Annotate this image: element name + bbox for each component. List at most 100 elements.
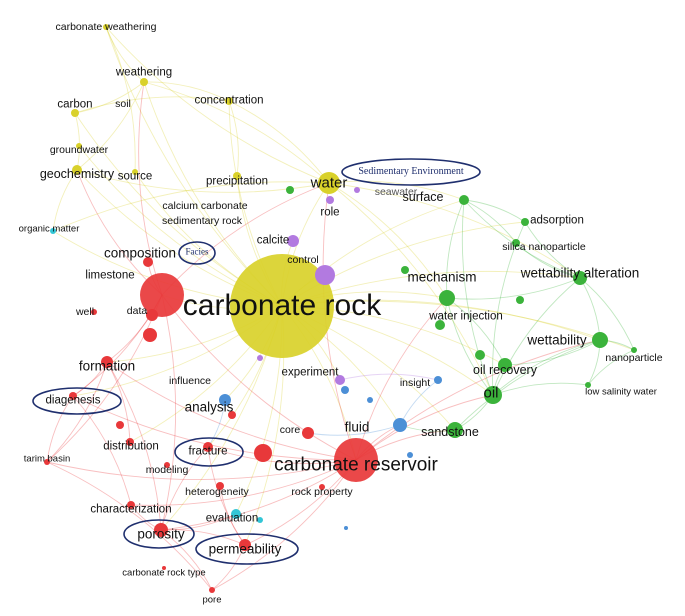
node-characterization [127, 501, 135, 509]
label-data: data [126, 304, 148, 317]
node-node-r3 [116, 421, 124, 429]
highlight-ring-facies [178, 241, 216, 265]
node-node-b1 [341, 386, 349, 394]
edge-oil-wettability-alteration [492, 277, 581, 396]
node-fluid [393, 418, 407, 432]
edge-wettability-oil-recovery [504, 339, 601, 366]
node-node-g1 [401, 266, 409, 274]
node-modeling [164, 462, 170, 468]
label-precipitation: precipitation [205, 175, 269, 188]
edge-carbonate-reservoir-tarim-basin [46, 459, 357, 480]
node-source [132, 169, 138, 175]
node-layer [44, 24, 637, 593]
label-oil-recovery: oil recovery [473, 362, 537, 377]
edge-oil-surface [461, 199, 494, 396]
edge-limestone-porosity [160, 294, 177, 531]
node-data [146, 309, 158, 321]
edge-experiment-insight [339, 373, 439, 381]
edge-water-wettability-alteration [328, 182, 581, 279]
edge-carbonate-reservoir-limestone [161, 294, 357, 461]
edge-limestone-water [161, 182, 330, 296]
highlight-ring-permeability [195, 533, 299, 565]
node-permeability [239, 539, 251, 551]
node-distribution [126, 438, 134, 446]
edge-sandstone-wettability [454, 339, 601, 431]
node-adsorption [521, 218, 529, 226]
node-mechanism [439, 290, 455, 306]
node-node-r2 [143, 328, 157, 342]
edge-weathering-carbon [74, 81, 145, 114]
node-node-c1 [257, 517, 263, 523]
node-oil-recovery [498, 358, 512, 372]
label-low-salinity-water: low salinity water [585, 386, 657, 398]
node-core [302, 427, 314, 439]
edge-oil-low-salinity-water [492, 382, 589, 396]
node-node-b3 [407, 452, 413, 458]
label-carbonate-rock: carbonate rock [182, 289, 382, 322]
label-permeability: permeability [208, 541, 282, 557]
edge-tarim-basin-diagenesis [46, 395, 74, 463]
annotation-facies: Facies [185, 246, 209, 257]
node-concentration [225, 97, 233, 105]
node-node-g3 [516, 296, 524, 304]
highlight-ring-layer [32, 158, 481, 565]
node-insight [434, 376, 442, 384]
node-carbonate-rock-type [162, 566, 166, 570]
node-control [315, 265, 335, 285]
node-carbonate-rock [230, 254, 334, 358]
node-node-b4 [344, 526, 348, 530]
edge-formation-distribution [106, 361, 131, 443]
label-sedimentary-rock: sedimentary rock [162, 214, 242, 227]
node-water [318, 172, 340, 194]
node-rock-property [319, 484, 325, 490]
node-nanoparticle [631, 347, 637, 353]
label-well: well [75, 305, 95, 318]
node-role [326, 196, 334, 204]
highlight-ring-diagenesis [32, 387, 122, 415]
edge-fluid-core [307, 424, 401, 436]
node-groundwater [76, 143, 82, 149]
label-concentration: concentration [194, 94, 264, 107]
edge-limestone-weathering [138, 81, 163, 296]
label-calcite: calcite [256, 234, 290, 247]
highlight-ring-sedimentary-environment [341, 158, 481, 186]
edge-organic-matter-water [52, 181, 330, 232]
label-limestone: limestone [85, 269, 135, 282]
label-adsorption: adsorption [530, 214, 584, 227]
label-soil: soil [115, 97, 131, 110]
edge-mechanism-surface [446, 199, 465, 299]
label-carbonate-reservoir: carbonate reservoir [274, 454, 438, 476]
node-tarim-basin [44, 459, 50, 465]
label-porosity: porosity [137, 526, 185, 542]
label-source: source [117, 170, 153, 183]
label-weathering: weathering [115, 66, 173, 79]
label-insight: insight [399, 376, 431, 389]
label-experiment: experiment [281, 366, 339, 379]
edge-mechanism-oil-recovery [446, 297, 506, 366]
label-pore: pore [202, 594, 222, 606]
node-limestone [140, 273, 184, 317]
node-geochemistry [72, 165, 82, 175]
edge-oil-mechanism [446, 297, 494, 396]
edge-wettability-alteration-nanoparticle [579, 277, 635, 351]
label-modeling: modeling [145, 463, 189, 476]
label-core: core [279, 423, 301, 436]
label-geochemistry: geochemistry [39, 166, 115, 181]
edge-weathering-carbonate-weathering [105, 26, 145, 83]
node-surface [459, 195, 469, 205]
edge-permeability-heterogeneity [219, 485, 246, 546]
label-sandstone: sandstone [421, 424, 479, 439]
edge-diagenesis-characterization [72, 395, 132, 506]
label-groundwater: groundwater [49, 143, 109, 156]
edge-formation-tarim-basin [46, 361, 108, 463]
edge-porosity-pore [160, 529, 213, 591]
edge-tarim-basin-pore [46, 461, 213, 591]
label-control: control [287, 253, 319, 266]
highlight-ring-fracture [174, 437, 244, 467]
label-fracture: fracture [188, 445, 228, 458]
node-weathering [140, 78, 148, 86]
edge-water-surface [328, 180, 465, 201]
node-carbon [71, 109, 79, 117]
edge-water-geochemistry [76, 169, 330, 193]
